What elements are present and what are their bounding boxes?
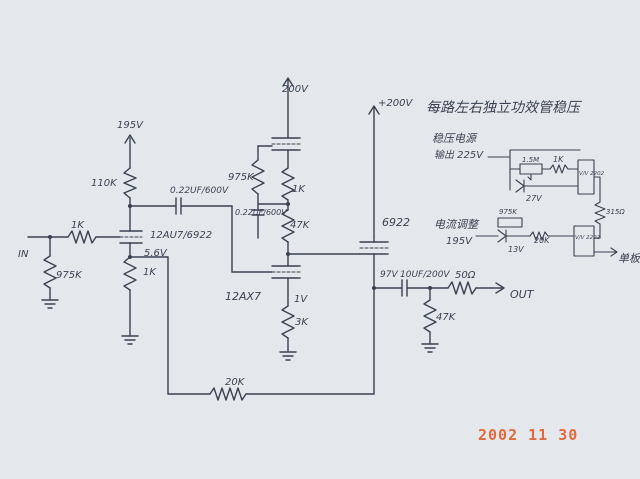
upper-pot-wiper-icon [527, 173, 532, 181]
upper-cathode-resistor [281, 167, 295, 201]
upper-cap-value: 0.22UF/600V [235, 208, 287, 217]
cathode-resistor-2 [281, 305, 295, 339]
lower-output-label: 单板 [618, 252, 640, 265]
feedback-resistor [209, 387, 247, 401]
upper-cathode-resistor-value: 1K [292, 184, 306, 195]
divider-resistor-value: 47K [290, 220, 311, 231]
lower-regulator-label-1: 电流调整 [434, 218, 480, 231]
b3-arrow-icon [368, 105, 380, 115]
b1-arrow-icon [124, 134, 136, 144]
upper-grid-leak-value: 975K [228, 172, 255, 183]
lower-zener-value: 13V [508, 245, 524, 254]
cathode-resistor-1-value: 1K [143, 267, 157, 278]
cathode-voltage-2: 1V [294, 294, 308, 305]
grid-stopper-value: 1K [71, 220, 85, 231]
upper-regulator-label-2: 输出 225V [434, 149, 484, 161]
regulator-section: 每路左右独立功效管稳压 稳压电源 输出 225V 1.5M 1K 27V V/V… [426, 100, 640, 265]
lower-regulator-label-2: 195V [446, 236, 473, 247]
tube1-type: 12AU7/6922 [150, 230, 212, 241]
upper-regulator-label-1: 稳压电源 [432, 132, 478, 145]
output-series-value: 50Ω [455, 270, 476, 281]
feedback-resistor-value: 20K [225, 377, 246, 388]
coupling-1: 0.22UF/600V [128, 186, 273, 273]
plate-load-value: 110K [91, 178, 118, 189]
input-label: IN [18, 249, 29, 260]
lower-ic-label: V/V 2202 [575, 235, 601, 241]
ground-symbol [421, 343, 439, 353]
output-cap-value: 10UF/200V [400, 270, 450, 280]
output-arrow-icon [495, 282, 505, 294]
feedback-network: 20K [167, 377, 375, 401]
b3-voltage: +200V [378, 98, 413, 109]
plate-load-resistor [123, 167, 137, 199]
first-stage-tube: 12AU7/6922 195V 110K 1K 5.6V [91, 120, 212, 395]
regulator-title: 每路左右独立功效管稳压 [426, 100, 583, 116]
second-stage: 200V 1K 47K 975K 0.22UF/600V 12AX7 1V 3K [225, 77, 361, 361]
lower-pot [497, 217, 523, 228]
cathode-voltage-3: 97V [380, 270, 398, 280]
grid-leak-value: 975K [56, 270, 83, 281]
grid-leak-resistor [43, 255, 57, 289]
coupling-cap-value: 0.22UF/600V [170, 186, 229, 196]
b1-voltage: 195V [117, 120, 144, 131]
lower-out-arrow-icon [610, 247, 618, 257]
upper-ic-label: V/V 2202 [579, 171, 605, 177]
upper-pot-value: 1.5M [522, 156, 539, 164]
output-label: OUT [510, 288, 535, 301]
bias-junction [286, 202, 290, 206]
upper-zener-value: 27V [526, 194, 542, 203]
third-stage: +200V 6922 97V 10UF/200V 47K 50Ω OUT [359, 98, 535, 395]
lower-regulator-ic [573, 225, 595, 257]
lower-resistor-value: 20K [534, 236, 550, 245]
output-shunt-value: 47K [436, 312, 457, 323]
lower-zener-icon [497, 229, 507, 243]
b2-voltage: 200V [282, 84, 309, 95]
upper-series-resistor [549, 164, 569, 174]
lower-series-resistor [529, 231, 549, 241]
output-series-resistor [447, 281, 477, 295]
input-section: IN 1K 975K [18, 220, 121, 309]
cathode-resistor-1 [123, 256, 137, 291]
upper-resistor-value: 1K [553, 155, 564, 164]
grid-stopper-resistor [67, 230, 97, 244]
link-resistor-value: 315Ω [606, 208, 625, 216]
link-resistor [594, 201, 606, 225]
divider-resistor [281, 209, 295, 243]
tube3-type: 6922 [382, 216, 410, 229]
lower-pot-value: 975K [499, 208, 518, 216]
tube2-type: 12AX7 [225, 290, 261, 303]
upper-grid-leak-resistor [251, 159, 265, 195]
upper-regulator-ic [577, 159, 595, 195]
ground-symbol [41, 299, 59, 309]
ground-symbol [121, 335, 139, 345]
upper-zener-icon [515, 179, 525, 193]
cathode-voltage-1: 5.6V [144, 248, 168, 259]
date-stamp: 2002 11 30 [478, 426, 578, 444]
b2-arrow-icon [282, 77, 294, 87]
output-shunt-resistor [423, 299, 437, 333]
ground-symbol [279, 351, 297, 361]
upper-pot [519, 163, 543, 175]
cathode-resistor-2-value: 3K [295, 317, 309, 328]
